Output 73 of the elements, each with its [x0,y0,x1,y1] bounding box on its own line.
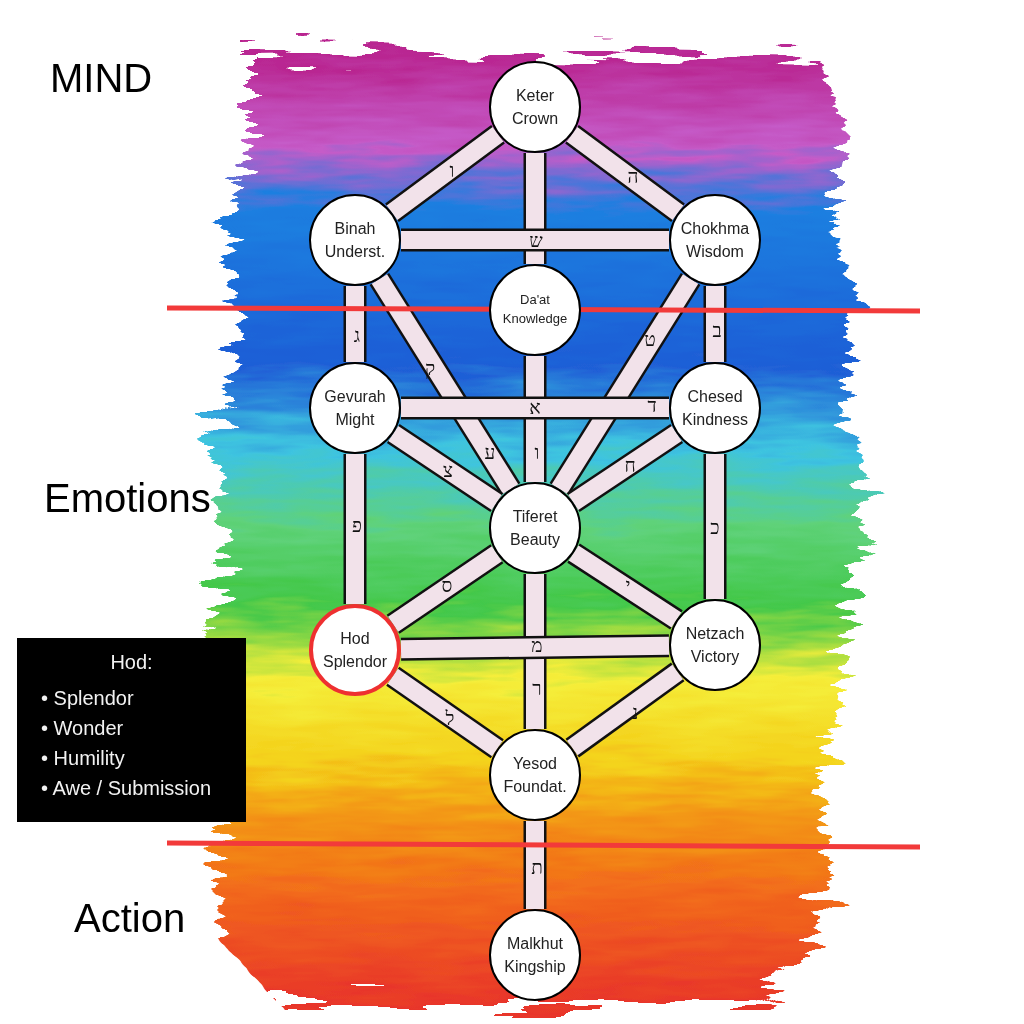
path-band [401,228,669,252]
node-label: Binah [334,218,376,239]
path-band [565,662,685,758]
path-band [565,125,685,222]
node-label: Chesed [687,386,743,407]
node-label: Da'at [520,291,550,310]
path-band [385,125,505,222]
path-letter: א [529,397,541,417]
path-letter: פ [352,515,362,535]
path-band [369,272,521,496]
node-label: Crown [511,109,559,129]
node-label: Kingship [504,957,566,977]
path-letter: ע [484,442,496,462]
list-item: • Humility [41,746,126,771]
path-letter: צ [443,460,453,480]
path-band [401,396,669,420]
node-label: Foundat. [503,777,567,797]
path-band [523,821,547,909]
node-label: Hod [340,628,370,649]
path-letter: ס [441,575,453,595]
node-label: Underst. [324,242,386,262]
path-band [386,423,504,513]
path-letter: ו [534,442,540,462]
node-label: Might [335,410,375,430]
node-label: Beauty [510,530,560,550]
path-letter: כ [710,517,720,537]
info-panel [17,638,246,822]
node-label: Wisdom [686,242,744,262]
node-label: Victory [690,647,740,667]
node-label: Chokhma [680,218,750,239]
node-label: Malkhut [507,933,563,954]
path-band [549,272,701,496]
zone-label: MIND [50,58,153,98]
path-letter: ל [445,708,455,728]
path-band [523,153,547,264]
path-band [343,286,367,362]
list-item: • Splendor [41,686,135,711]
path-band [386,544,504,634]
list-item: • Awe / Submission [41,776,212,801]
node-label: Kindness [682,410,748,430]
path-letter: ד [647,395,657,415]
node-label: Gevurah [324,386,386,407]
path-band [523,356,547,482]
path-band [703,454,727,599]
path-letter: ג [353,325,361,345]
zone-label: Emotions [44,478,211,518]
path-band [566,423,684,513]
path-letter: ב [712,320,722,340]
node-label: Keter [515,85,555,106]
node-label: Netzach [685,623,745,644]
path-letter: ט [644,329,656,349]
path-letter: י [625,575,631,595]
path-band [343,454,367,604]
node-label: Yesod [513,753,557,774]
path-letter: ש [529,230,543,250]
node-label: Tiferet [512,506,558,527]
path-letter: ה [627,166,639,186]
path-band [567,543,683,630]
zone-label: Action [74,898,186,938]
path-band [703,286,727,362]
path-band [400,634,670,661]
path-letter: ר [532,678,542,698]
path-letter: ק [424,358,436,378]
path-letter: ו [449,160,455,180]
list-item: • Wonder [41,716,125,741]
node-label: Splendor [322,652,387,672]
path-band [523,574,547,729]
path-letter: ת [531,857,543,877]
path-letter: ח [624,455,636,475]
path-band [386,666,504,759]
node-label: Knowledge [502,310,568,328]
path-letter: מ [531,635,543,655]
panel-heading: Hod: [110,650,153,675]
